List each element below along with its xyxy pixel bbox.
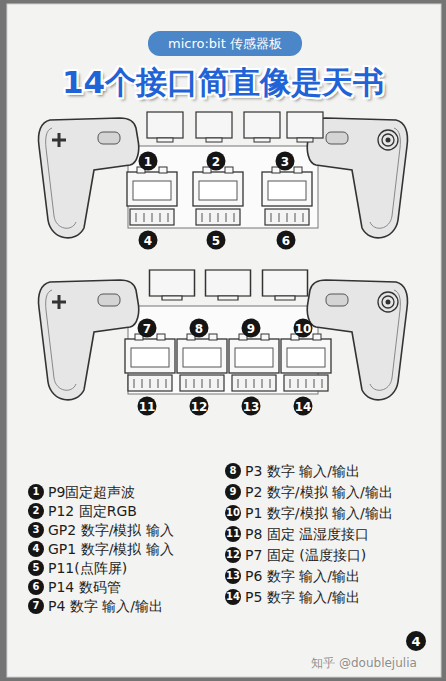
pin-description: P2 数字/模拟 输入/输出 bbox=[245, 485, 393, 499]
module-box bbox=[147, 112, 183, 142]
header-text: micro:bit 传感器板 bbox=[168, 35, 282, 53]
list-number: 12 bbox=[225, 547, 241, 563]
board-outline bbox=[128, 146, 318, 228]
pin-description: P9固定超声波 bbox=[48, 485, 135, 499]
small-connector bbox=[232, 375, 276, 391]
module-box bbox=[263, 270, 308, 300]
callout-number: 9 bbox=[242, 319, 261, 338]
callout-number: 10 bbox=[294, 319, 313, 338]
pin-description: P7 固定 (温度接口) bbox=[245, 548, 366, 562]
dpad-symbol bbox=[52, 133, 66, 147]
paper bbox=[7, 4, 441, 677]
small-connector bbox=[196, 209, 240, 225]
list-number: 1 bbox=[28, 484, 44, 500]
connector bbox=[127, 167, 177, 206]
pin-description: P8 固定 温湿度接口 bbox=[245, 527, 369, 541]
connector bbox=[193, 167, 243, 206]
callout-number: 14 bbox=[294, 397, 313, 416]
callout-number: 6 bbox=[277, 231, 296, 250]
callout-number: 12 bbox=[190, 397, 209, 416]
small-connector bbox=[130, 209, 174, 225]
left-handle bbox=[38, 280, 138, 400]
callout-number: 8 bbox=[190, 319, 209, 338]
callout-number: 7 bbox=[138, 319, 157, 338]
module-box bbox=[206, 270, 251, 300]
connector bbox=[177, 334, 227, 373]
callout-number: 2 bbox=[207, 152, 226, 171]
list-number: 8 bbox=[225, 463, 241, 479]
callout-number: 11 bbox=[138, 397, 157, 416]
small-connector bbox=[265, 209, 309, 225]
pin-description: P12 固定RGB bbox=[48, 504, 137, 518]
pin-description: P3 数字 输入/输出 bbox=[245, 464, 360, 478]
pin-description: P4 数字 输入/输出 bbox=[48, 599, 163, 613]
pin-description: P6 数字 输入/输出 bbox=[245, 569, 360, 583]
list-number: 3 bbox=[28, 522, 44, 538]
pin-description: P11(点阵屏) bbox=[48, 561, 127, 575]
left-handle bbox=[38, 118, 138, 238]
callout-number: 5 bbox=[207, 231, 226, 250]
board-two bbox=[38, 270, 407, 400]
pin-description: P5 数字 输入/输出 bbox=[245, 590, 360, 604]
joystick-ring bbox=[382, 134, 394, 146]
list-number: 13 bbox=[225, 568, 241, 584]
joystick-ring bbox=[378, 130, 398, 150]
list-number: 9 bbox=[225, 484, 241, 500]
module-box bbox=[244, 112, 280, 142]
list-number: 2 bbox=[28, 503, 44, 519]
module-row bbox=[150, 270, 308, 300]
module-box bbox=[287, 112, 323, 142]
pin-description: GP1 数字/模拟 输入 bbox=[48, 542, 174, 556]
callout-number: 13 bbox=[242, 397, 261, 416]
module-box bbox=[150, 270, 195, 300]
joystick-dot bbox=[386, 138, 391, 143]
joystick-ring bbox=[382, 296, 394, 308]
callout-number: 3 bbox=[276, 152, 295, 171]
list-number: 14 bbox=[225, 589, 241, 605]
pin-description: GP2 数字/模拟 输入 bbox=[48, 523, 174, 537]
pin-description: P1 数字/模拟 输入/输出 bbox=[245, 506, 393, 520]
list-number: 5 bbox=[28, 560, 44, 576]
connector bbox=[262, 167, 312, 206]
board-one bbox=[38, 112, 407, 238]
connector bbox=[229, 334, 279, 373]
overlay-caption: 14个接口简直像是天书 bbox=[62, 67, 384, 98]
header-band: micro:bit 传感器板 bbox=[148, 31, 302, 56]
connector bbox=[125, 334, 175, 373]
pin-description: P14 数码管 bbox=[48, 580, 121, 594]
module-box bbox=[196, 112, 232, 142]
callout-number: 4 bbox=[139, 231, 158, 250]
page-number: 4 bbox=[406, 631, 426, 651]
dpad-symbol bbox=[52, 295, 66, 309]
list-number: 4 bbox=[28, 541, 44, 557]
small-connector bbox=[284, 375, 328, 391]
joystick-dot bbox=[386, 300, 391, 305]
callout-number: 1 bbox=[139, 152, 158, 171]
small-connector bbox=[128, 375, 172, 391]
joystick-ring bbox=[378, 292, 398, 312]
list-number: 10 bbox=[225, 505, 241, 521]
list-number: 7 bbox=[28, 598, 44, 614]
connector bbox=[281, 334, 331, 373]
list-number: 6 bbox=[28, 579, 44, 595]
small-connector bbox=[180, 375, 224, 391]
watermark: 知乎 @doublejulia bbox=[311, 657, 417, 669]
list-number: 11 bbox=[225, 526, 241, 542]
